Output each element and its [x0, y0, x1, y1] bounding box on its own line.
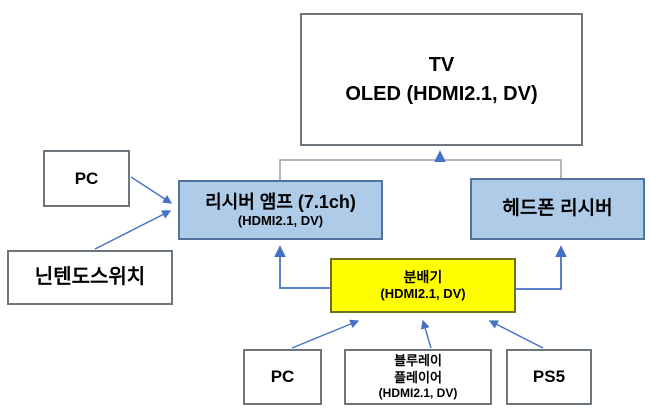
node-pc-left-label: PC	[74, 168, 99, 188]
node-bluray-label-1: 블루레이	[394, 353, 442, 369]
node-headphone-receiver: 헤드폰 리시버	[470, 178, 645, 240]
edge-pc-left-to-receiver	[130, 176, 173, 204]
edge-receiver-headphone-to-junction	[279, 159, 562, 180]
edge-bluray-to-splitter	[420, 319, 432, 349]
node-receiver-label: 리시버 앰프 (7.1ch)	[205, 191, 356, 212]
node-bluray-label-2: 플레이어	[394, 369, 442, 385]
node-receiver-amp: 리시버 앰프 (7.1ch) (HDMI2.1, DV)	[178, 180, 383, 240]
node-headphone-label: 헤드폰 리시버	[502, 198, 613, 220]
node-ps5-label: PS5	[532, 367, 566, 387]
node-pc-bottom: PC	[243, 349, 322, 405]
node-splitter-label: 분배기	[403, 268, 443, 285]
node-pc-bottom-label: PC	[270, 367, 295, 387]
node-tv-label: TV	[428, 53, 455, 76]
node-bluray-sublabel: (HDMI2.1, DV)	[378, 385, 458, 400]
node-ps5: PS5	[506, 349, 592, 405]
edge-splitter-to-receiver	[274, 245, 330, 289]
edge-ps5-to-splitter	[488, 320, 544, 349]
node-receiver-sublabel: (HDMI2.1, DV)	[237, 213, 324, 229]
node-tv: TV OLED (HDMI2.1, DV)	[300, 13, 583, 146]
node-tv-sublabel: OLED (HDMI2.1, DV)	[345, 82, 538, 105]
node-pc-left: PC	[43, 150, 130, 207]
node-nintendo-label: 닌텐도스위치	[34, 266, 146, 288]
node-splitter: 분배기 (HDMI2.1, DV)	[330, 258, 516, 313]
node-bluray-player: 블루레이 플레이어 (HDMI2.1, DV)	[344, 349, 492, 405]
node-nintendo-switch: 닌텐도스위치	[7, 250, 173, 305]
node-splitter-sublabel: (HDMI2.1, DV)	[380, 286, 466, 302]
edge-nintendo-to-receiver	[94, 210, 172, 250]
edge-pc-bottom-to-splitter	[291, 319, 360, 349]
edge-splitter-to-headphone	[516, 245, 567, 290]
